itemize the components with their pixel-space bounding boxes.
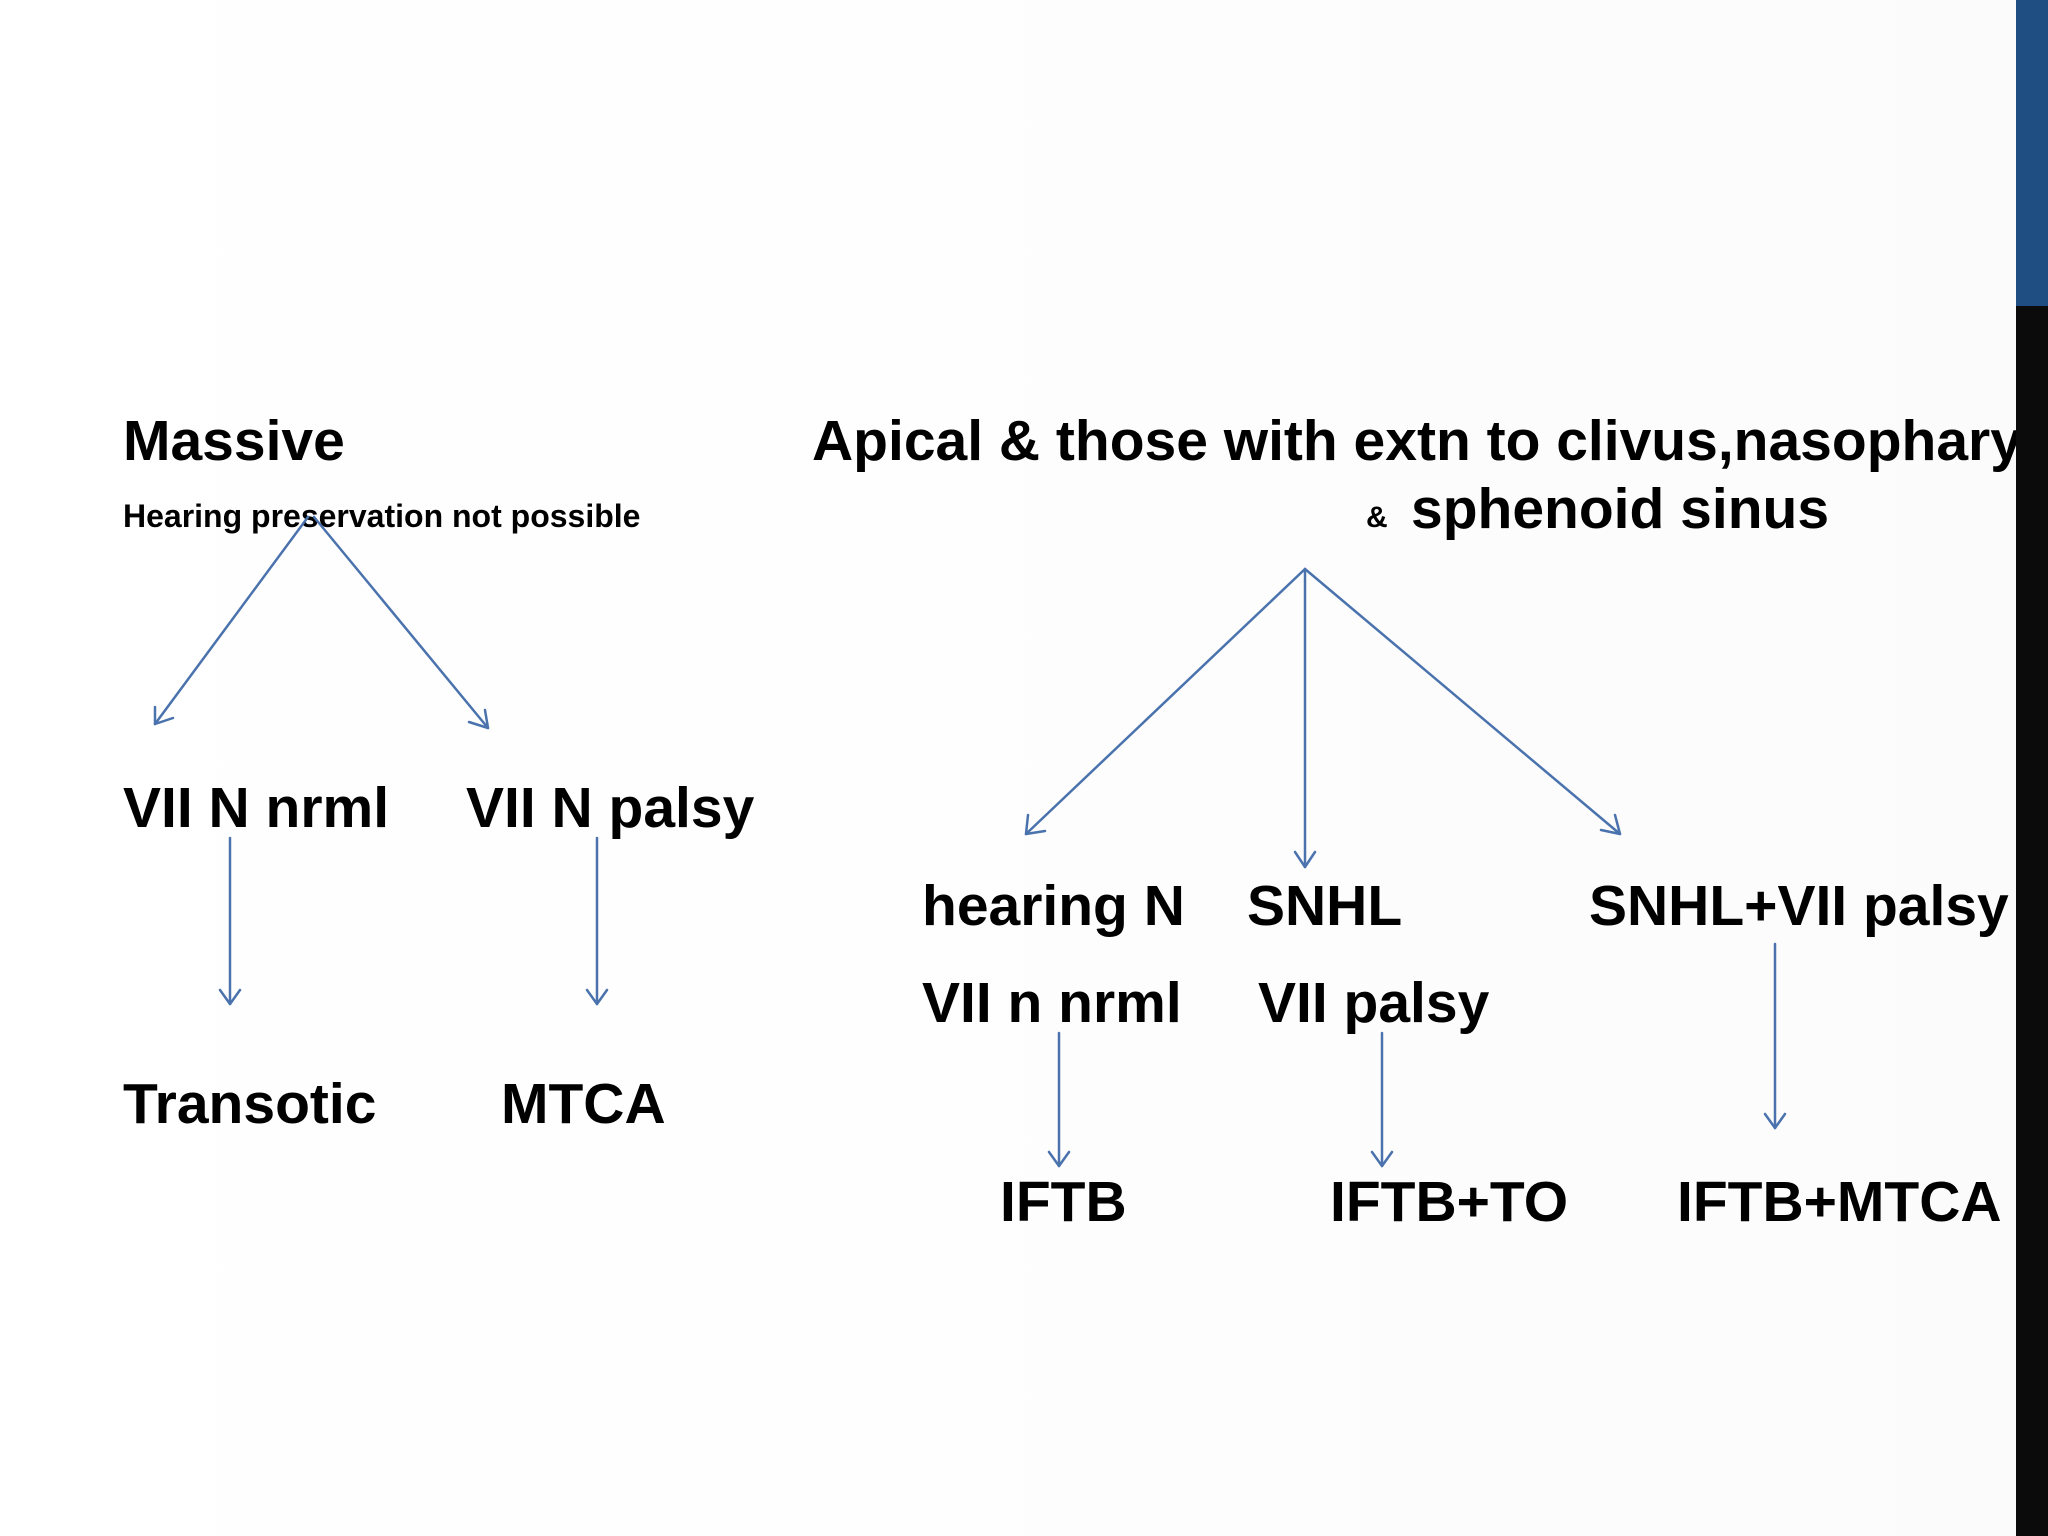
left-subheading: Hearing preservation not possible: [123, 498, 641, 534]
arrow-massive-to-vii-n-palsy: [312, 515, 490, 730]
left-heading: Massive: [123, 409, 345, 473]
right-heading-line2: sphenoid sinus: [1411, 477, 1830, 541]
right-result-2: IFTB+TO: [1330, 1170, 1569, 1234]
right-result-1: IFTB: [1000, 1170, 1127, 1234]
left-result-a: Transotic: [123, 1072, 377, 1136]
right-heading-line1: Apical & those with extn to clivus,nasop…: [812, 409, 2022, 473]
right-branch-2: SNHL: [1247, 874, 1403, 938]
arrow-vii-n-nrml-to-iftb: [1047, 1031, 1071, 1168]
arrow-massive-to-vii-n-nrml: [153, 515, 310, 726]
right-result-3: IFTB+MTCA: [1677, 1170, 2002, 1234]
side-bar-accent: [2016, 0, 2048, 306]
arrow-vii-n-nrml-to-transotic: [218, 836, 242, 1006]
right-branch-1-sub: VII n nrml: [922, 971, 1182, 1035]
left-branch-b: VII N palsy: [466, 776, 755, 840]
arrow-vii-n-palsy-to-mtca: [585, 836, 609, 1006]
left-result-b: MTCA: [501, 1072, 666, 1136]
right-branch-1: hearing N: [922, 874, 1185, 938]
arrow-snhl-vii-palsy-to-iftb-mtca: [1763, 942, 1787, 1130]
arrow-vii-palsy-to-iftb-to: [1370, 1031, 1394, 1168]
left-branch-a: VII N nrml: [123, 776, 390, 840]
right-branch-2-sub: VII palsy: [1258, 971, 1490, 1035]
right-branch-3: SNHL+VII palsy: [1589, 874, 2009, 938]
arrow-apical-to-hearing-n: [1024, 567, 1307, 836]
right-heading-amp: &: [1366, 501, 1388, 534]
arrow-apical-to-snhl-vii-palsy: [1303, 567, 1622, 836]
arrow-apical-to-snhl: [1293, 567, 1317, 869]
